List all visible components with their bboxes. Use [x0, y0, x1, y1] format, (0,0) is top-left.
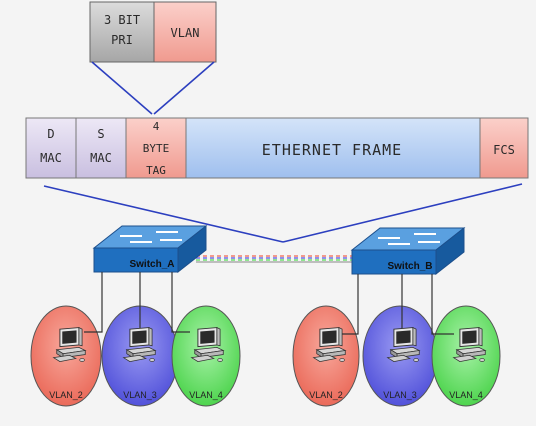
src-mac-field: [75, 117, 127, 179]
switch-a: Switch_A: [92, 224, 208, 274]
tag-callout-lines: [91, 61, 215, 115]
access-links: [84, 272, 454, 335]
switch-a-label: Switch_A: [129, 259, 174, 270]
tag-detail-group: 3 BIT PRI VLAN: [89, 1, 217, 63]
host-label: VLAN_2: [49, 390, 83, 400]
fcs-field: [479, 117, 529, 179]
trunk-link: [196, 255, 352, 263]
priority-field-box: [89, 1, 155, 63]
fcs-label: FCS: [493, 143, 515, 157]
ethernet-frame-group: D MAC S MAC 4 BYTE TAG ETHERNET FRAME FC…: [25, 117, 529, 179]
host-label: VLAN_3: [383, 390, 417, 400]
frame-callout-lines: [43, 183, 523, 243]
ethernet-frame-field: [185, 117, 481, 179]
switch-b-label: Switch_B: [387, 261, 432, 272]
host-label: VLAN_2: [309, 390, 343, 400]
dest-mac-label-1: D: [47, 127, 54, 141]
switch-b-arrows-icon: [378, 233, 440, 245]
vlan-id-field-box: [153, 1, 217, 63]
dest-mac-label-2: MAC: [40, 151, 62, 165]
switch-b: Switch_B: [350, 226, 466, 276]
priority-field-label-1: 3 BIT: [104, 13, 140, 27]
host-labels: VLAN_2 VLAN_3 VLAN_4 VLAN_2 VLAN_3 VLAN_…: [49, 390, 483, 400]
ethernet-frame-label: ETHERNET FRAME: [262, 141, 402, 159]
src-mac-label-1: S: [97, 127, 104, 141]
priority-field-label-2: PRI: [111, 33, 133, 47]
vlan-tag-label-2: BYTE: [143, 142, 170, 155]
host-label: VLAN_3: [123, 390, 157, 400]
host-label: VLAN_4: [189, 390, 223, 400]
src-mac-label-2: MAC: [90, 151, 112, 165]
host-label: VLAN_4: [449, 390, 483, 400]
dest-mac-field: [25, 117, 77, 179]
vlan-id-field-label: VLAN: [171, 26, 200, 40]
host-ellipses: [30, 305, 501, 407]
vlan-tag-label-1: 4: [153, 120, 160, 133]
vlan-tag-label-3: TAG: [146, 164, 166, 177]
switch-a-arrows-icon: [120, 231, 182, 243]
